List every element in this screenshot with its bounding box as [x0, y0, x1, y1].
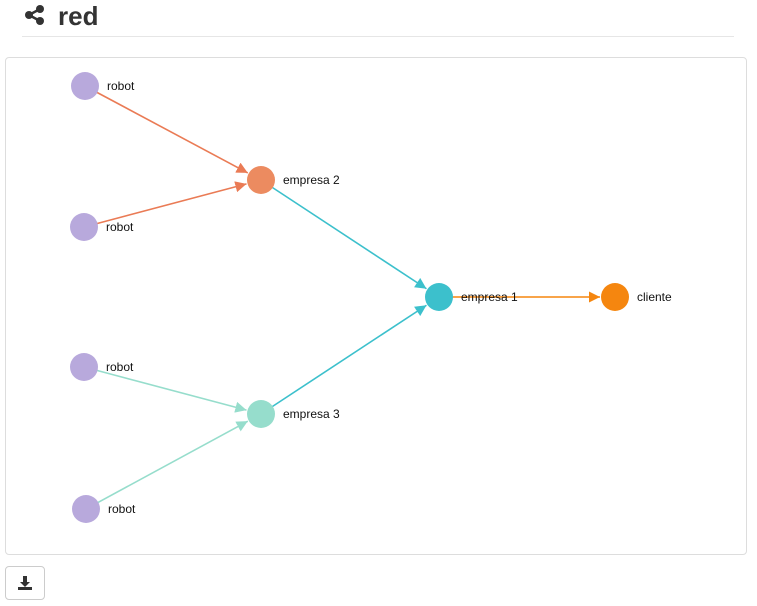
node-label: cliente: [637, 290, 672, 304]
node-e2[interactable]: empresa 2: [247, 166, 340, 194]
node-r4[interactable]: robot: [72, 495, 136, 523]
node-circle[interactable]: [425, 283, 453, 311]
node-e1[interactable]: empresa 1: [425, 283, 518, 311]
node-circle[interactable]: [247, 400, 275, 428]
network-panel: robot robot robot robot empresa 2 empresa 3 em…: [5, 57, 747, 555]
node-circle[interactable]: [70, 213, 98, 241]
page-header: red: [22, 0, 734, 37]
node-circle[interactable]: [247, 166, 275, 194]
node-circle[interactable]: [601, 283, 629, 311]
network-graph[interactable]: robot robot robot robot empresa 2 empresa 3 em…: [6, 58, 748, 556]
edges-layer: [93, 89, 600, 506]
nodes-layer: robot robot robot robot empresa 2 empresa 3 em…: [70, 72, 672, 523]
edge-r2-e2: [93, 181, 247, 226]
node-c[interactable]: cliente: [601, 283, 672, 311]
page-title: red: [58, 1, 99, 31]
node-circle[interactable]: [71, 72, 99, 100]
download-icon: [18, 576, 32, 590]
node-label: robot: [106, 360, 134, 374]
node-circle[interactable]: [72, 495, 100, 523]
node-r1[interactable]: robot: [71, 72, 135, 100]
node-circle[interactable]: [70, 353, 98, 381]
node-label: empresa 2: [283, 173, 340, 187]
node-label: robot: [106, 220, 134, 234]
node-label: robot: [107, 79, 135, 93]
node-label: robot: [108, 502, 136, 516]
edge-r1-e2: [93, 89, 249, 174]
node-label: empresa 1: [461, 290, 518, 304]
edge-r4-e3: [94, 420, 249, 506]
edge-r3-e3: [93, 368, 247, 413]
edge-e3-e1: [268, 304, 427, 410]
node-e3[interactable]: empresa 3: [247, 400, 340, 428]
download-button[interactable]: [5, 566, 45, 600]
edge-e2-e1: [268, 184, 427, 290]
share-icon: [25, 5, 44, 25]
node-r2[interactable]: robot: [70, 213, 134, 241]
node-label: empresa 3: [283, 407, 340, 421]
node-r3[interactable]: robot: [70, 353, 134, 381]
